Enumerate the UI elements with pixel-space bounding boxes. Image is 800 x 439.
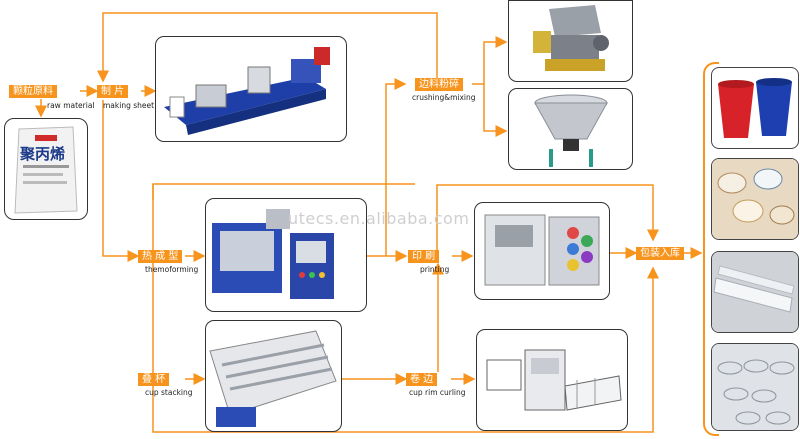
caption-thermoforming: themoforming: [145, 265, 199, 274]
paper-cups-illustration: [712, 159, 798, 239]
step-raw-material: 颗粒原料: [9, 85, 57, 98]
step-rim-curling: 卷 边: [406, 373, 438, 386]
mixer-panel: [508, 88, 633, 170]
step-packing: 包装入库: [636, 247, 684, 260]
printing-machine-illustration: [484, 214, 600, 286]
product-stacked-clear-cups: [711, 251, 799, 333]
stacked-clear-cups-illustration: [712, 252, 798, 332]
caption-raw-material: raw material: [47, 101, 95, 110]
rim-curling-machine-illustration: [486, 349, 622, 411]
product-colored-cups: [711, 67, 799, 149]
arrow-to-crusher: [472, 36, 508, 85]
watermark: utecs.en.alibaba.com: [288, 209, 470, 228]
cup-stacking-machine-illustration: [209, 330, 337, 427]
step-cup-stacking: 叠 杯: [138, 373, 170, 386]
bag-label: 聚丙烯: [20, 145, 66, 163]
product-paper-cups: [711, 158, 799, 240]
step-making-sheet: 制 片: [97, 85, 129, 98]
products-bracket: [703, 62, 719, 436]
caption-printing: printing: [420, 265, 450, 274]
caption-making-sheet: making sheet: [103, 101, 155, 110]
sheet-extruder-panel: [155, 36, 347, 142]
arrow-to-mixer: [483, 84, 508, 137]
arrow-to-packing-top: [436, 184, 659, 255]
arrow-top-loop: [97, 12, 438, 84]
cup-stacking-machine-panel: [205, 320, 342, 432]
rim-curling-machine-panel: [476, 329, 628, 431]
step-crushing: 边料粉碎: [415, 78, 463, 91]
arrow-bottom-to-packing: [152, 184, 659, 433]
thermoforming-machine-panel: [205, 198, 367, 312]
crusher-illustration: [533, 5, 609, 71]
sheet-extruder-illustration: [164, 47, 330, 135]
caption-cup-stacking: cup stacking: [145, 388, 193, 397]
arrow-to-thermoforming: [102, 100, 140, 262]
printing-machine-panel: [474, 202, 610, 300]
arrow-to-crushing: [385, 78, 407, 256]
step-thermoforming: 热 成 型: [138, 250, 183, 263]
clear-cups-illustration: [712, 344, 798, 430]
pellet-bag-illustration: [14, 126, 78, 214]
raw-material-bag-panel: 聚丙烯: [4, 118, 88, 220]
product-clear-cups: [711, 343, 799, 431]
mixer-illustration: [534, 94, 608, 167]
colored-cups-illustration: [718, 78, 792, 138]
step-printing: 印 刷: [408, 250, 440, 263]
crusher-panel: [508, 0, 633, 82]
caption-crushing: crushing&mixing: [412, 93, 476, 102]
caption-rim-curling: cup rim curling: [409, 388, 466, 397]
thermoforming-machine-illustration: [212, 209, 334, 299]
